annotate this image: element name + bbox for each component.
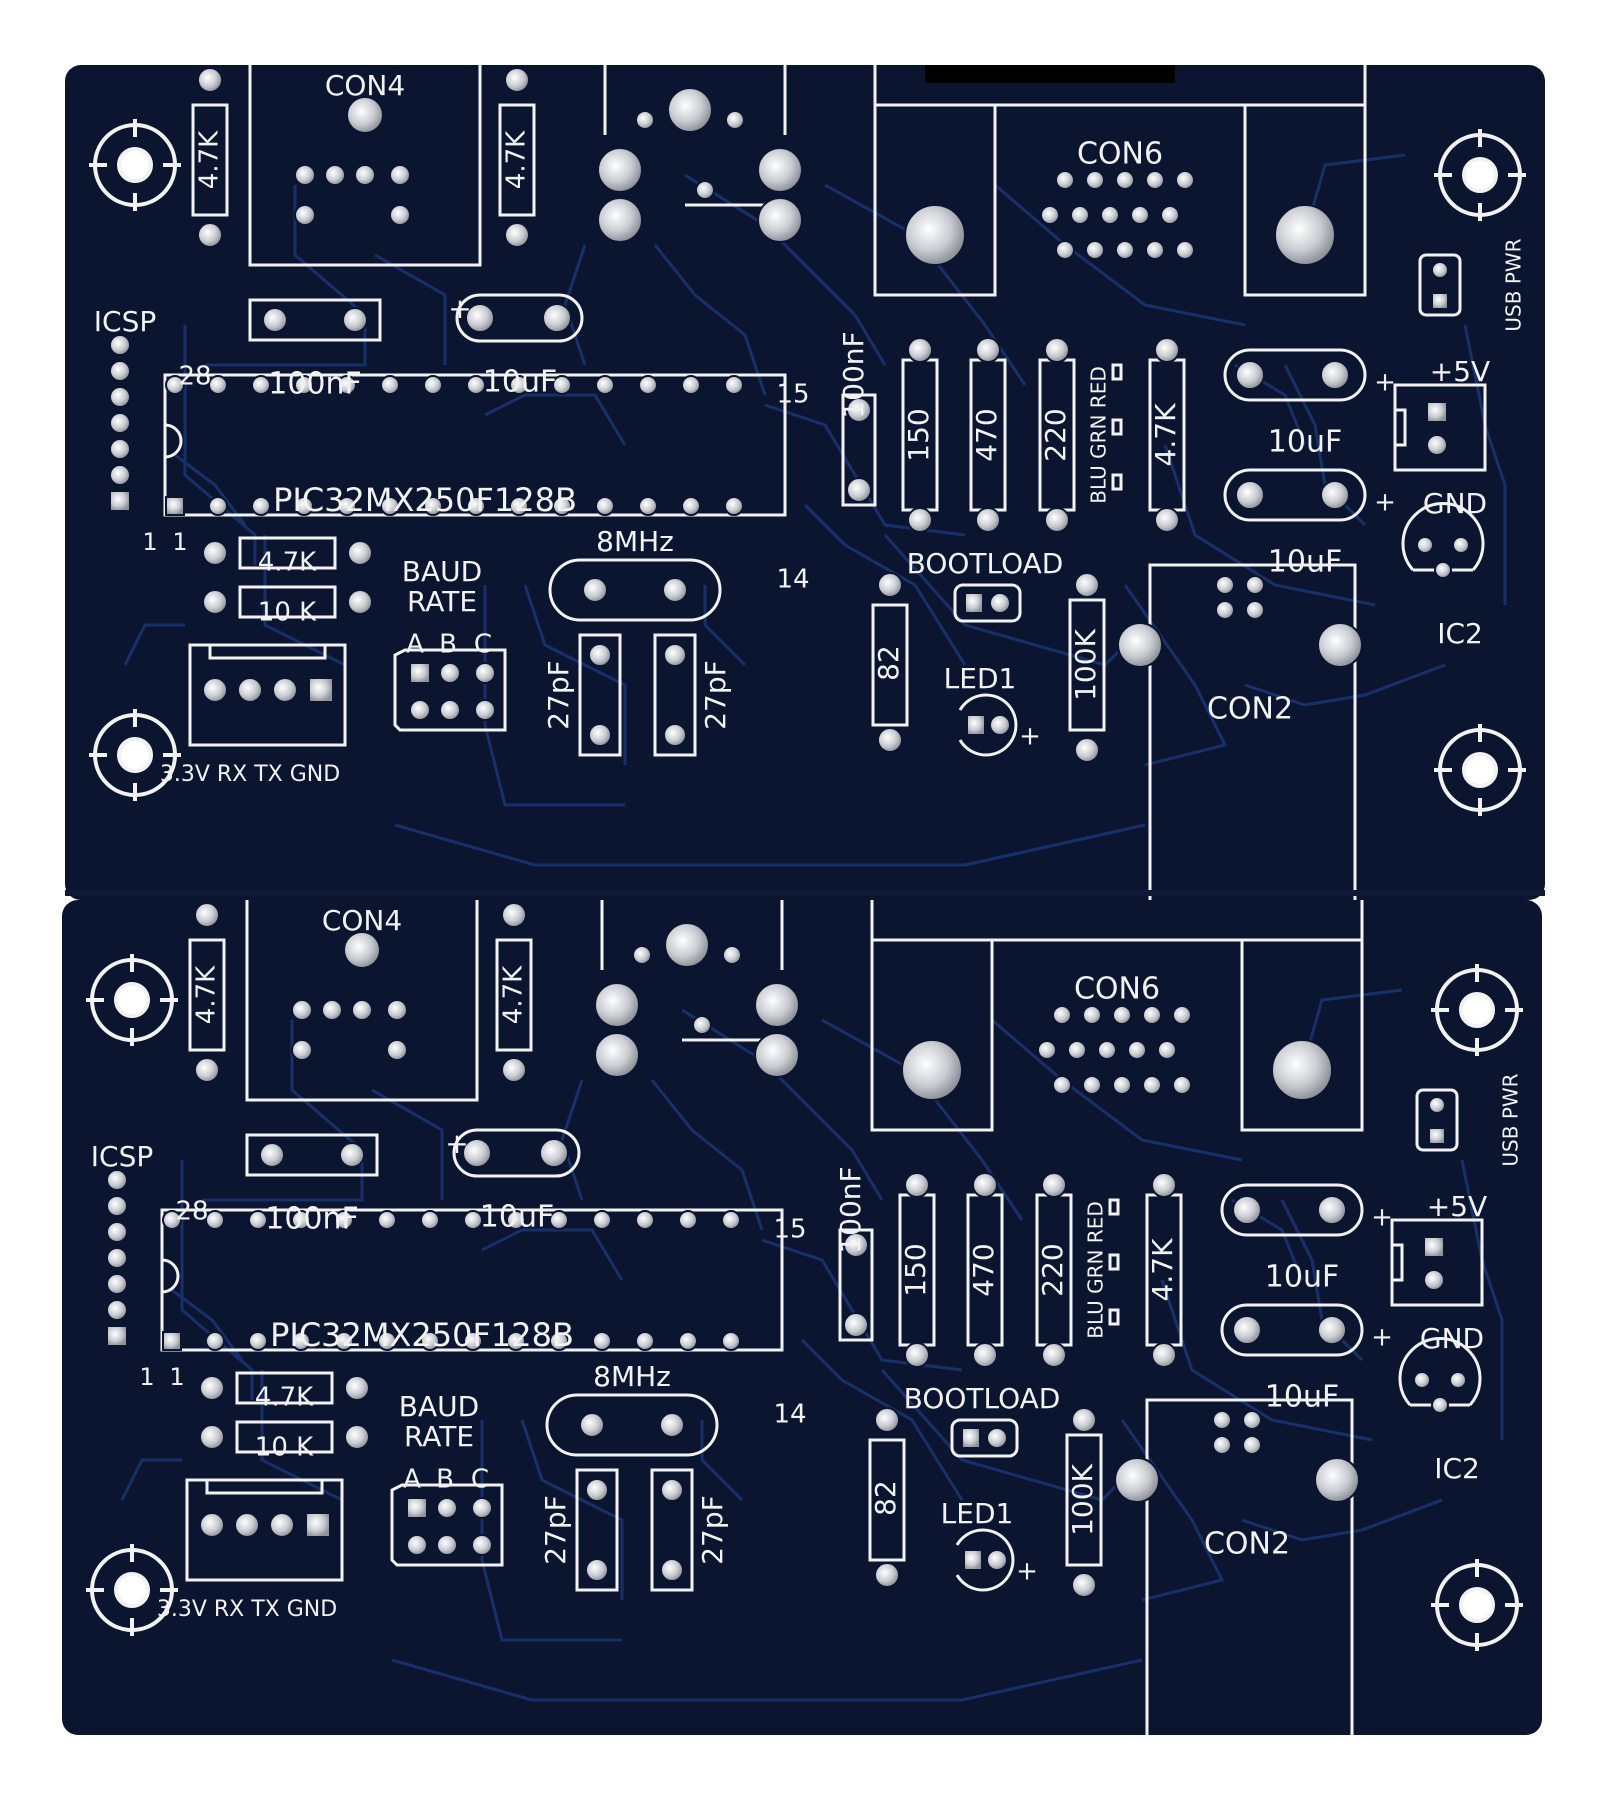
- silkscreen-baud-b: B: [439, 630, 457, 660]
- silkscreen-cap-10uF-r1: 10uF: [1268, 425, 1342, 460]
- silkscreen-res-10k: 10 K: [255, 1433, 314, 1463]
- silkscreen-plus-r1: +: [1371, 1203, 1393, 1233]
- silkscreen-con6: CON6: [1074, 972, 1160, 1007]
- silkscreen-cap-100nF-b: 100nF: [834, 1166, 867, 1253]
- silkscreen-cap-27pF-a: 27pF: [542, 660, 575, 730]
- silkscreen-res-4k7-left: 4.7K: [195, 130, 225, 189]
- silkscreen-cap-100nF-a: 100nF: [265, 1202, 359, 1237]
- silkscreen-crystal: 8MHz: [596, 525, 674, 558]
- silkscreen-res-470: 470: [967, 1243, 1000, 1296]
- silkscreen-plus-r1: +: [1374, 368, 1396, 398]
- silkscreen-res-470: 470: [970, 408, 1003, 461]
- silkscreen-res-82: 82: [872, 645, 905, 681]
- silkscreen-pin28: 28: [175, 1197, 208, 1227]
- silkscreen-cap-10uF-r2: 10uF: [1268, 545, 1342, 580]
- silkscreen-baud-line2: RATE: [407, 585, 477, 618]
- silkscreen-baud-line1: BAUD: [399, 1390, 479, 1423]
- silkscreen-serial-header: 3.3V RX TX GND: [160, 762, 340, 787]
- silkscreen-pin1-chip: 1: [172, 528, 187, 556]
- silkscreen-cap-10uF-r1: 10uF: [1265, 1260, 1339, 1295]
- silkscreen-con2: CON2: [1204, 1527, 1290, 1562]
- silkscreen-pin15: 15: [776, 380, 809, 410]
- silkscreen-plus-r2: +: [1374, 488, 1396, 518]
- silkscreen-gnd: GND: [1420, 1322, 1484, 1355]
- silkscreen-res-100k: 100K: [1066, 1463, 1099, 1535]
- silkscreen-res-4k7-right: 4.7K: [499, 965, 529, 1024]
- silkscreen-baud-c: C: [471, 1465, 489, 1495]
- silkscreen-icsp: ICSP: [94, 305, 156, 338]
- silkscreen-pin1-chip: 1: [169, 1363, 184, 1391]
- silkscreen-res-220: 220: [1036, 1243, 1069, 1296]
- silkscreen-ic2: IC2: [1437, 617, 1483, 650]
- silkscreen-plus-r2: +: [1371, 1323, 1393, 1353]
- silkscreen-cap-100nF-a: 100nF: [268, 367, 362, 402]
- silkscreen-baud-line1: BAUD: [402, 555, 482, 588]
- silkscreen-con6: CON6: [1077, 137, 1163, 172]
- silkscreen-con2: CON2: [1207, 692, 1293, 727]
- silkscreen-serial-header: 3.3V RX TX GND: [157, 1597, 337, 1622]
- silkscreen-res-4k7-left: 4.7K: [192, 965, 222, 1024]
- silkscreen-pin15: 15: [773, 1215, 806, 1245]
- silkscreen-chip: PIC32MX250F128B: [270, 1316, 574, 1354]
- panel-seam: [65, 890, 1545, 896]
- silkscreen-cap-27pF-b: 27pF: [696, 1495, 729, 1565]
- silkscreen-res-100k: 100K: [1069, 628, 1102, 700]
- silkscreen-bootload: BOOTLOAD: [904, 1382, 1061, 1415]
- silkscreen-usb-pwr: USB PWR: [1499, 1073, 1523, 1166]
- silkscreen-led-colors: BLU GRN RED: [1084, 1201, 1108, 1339]
- silkscreen-usb-pwr: USB PWR: [1502, 238, 1526, 331]
- silkscreen-plus-top: +: [445, 1127, 468, 1160]
- silkscreen-pin1-header: 1: [139, 1363, 154, 1391]
- silkscreen-pin14: 14: [776, 565, 809, 595]
- silkscreen-led-plus: +: [1019, 722, 1041, 752]
- silkscreen-res-4k7-led: 4.7K: [1146, 1238, 1179, 1302]
- silkscreen-cap-10uF-r2: 10uF: [1265, 1380, 1339, 1415]
- silkscreen-baud-a: A: [403, 1465, 421, 1495]
- silkscreen-bootload: BOOTLOAD: [907, 547, 1064, 580]
- silkscreen-cap-10uF-top: 10uF: [483, 365, 557, 400]
- silkscreen-res-10k: 10 K: [258, 598, 317, 628]
- silkscreen-baud-a: A: [406, 630, 424, 660]
- silkscreen-res-4k7-right: 4.7K: [502, 130, 532, 189]
- silkscreen-ic2: IC2: [1434, 1452, 1480, 1485]
- silkscreen-cap-10uF-top: 10uF: [480, 1200, 554, 1235]
- silkscreen-led1: LED1: [944, 662, 1017, 695]
- silkscreen-res-82: 82: [869, 1480, 902, 1516]
- silkscreen-res-150: 150: [902, 408, 935, 461]
- silkscreen-gnd: GND: [1423, 487, 1487, 520]
- silkscreen-baud-line2: RATE: [404, 1420, 474, 1453]
- silkscreen-pin28: 28: [178, 362, 211, 392]
- silkscreen-baud-c: C: [474, 630, 492, 660]
- silkscreen-v5: +5V: [1430, 355, 1490, 388]
- silkscreen-chip: PIC32MX250F128B: [273, 481, 577, 519]
- silkscreen-res-4k7-bottom: 4.7K: [258, 548, 317, 578]
- silkscreen-plus-top: +: [448, 292, 471, 325]
- silkscreen-res-150: 150: [899, 1243, 932, 1296]
- silkscreen-baud-b: B: [436, 1465, 454, 1495]
- silkscreen-con4: CON4: [322, 904, 402, 937]
- silkscreen-cap-100nF-b: 100nF: [837, 331, 870, 418]
- silkscreen-led-plus: +: [1016, 1557, 1038, 1587]
- silkscreen-res-220: 220: [1039, 408, 1072, 461]
- silkscreen-icsp: ICSP: [91, 1140, 153, 1173]
- silkscreen-led-colors: BLU GRN RED: [1087, 366, 1111, 504]
- silkscreen-pin14: 14: [773, 1400, 806, 1430]
- silkscreen-res-4k7-bottom: 4.7K: [255, 1383, 314, 1413]
- silkscreen-v5: +5V: [1427, 1190, 1487, 1223]
- silkscreen-con4: CON4: [325, 69, 405, 102]
- silkscreen-cap-27pF-a: 27pF: [539, 1495, 572, 1565]
- silkscreen-cap-27pF-b: 27pF: [699, 660, 732, 730]
- silkscreen-crystal: 8MHz: [593, 1360, 671, 1393]
- redaction-bar: [925, 65, 1175, 83]
- silkscreen-res-4k7-led: 4.7K: [1149, 403, 1182, 467]
- silkscreen-led1: LED1: [941, 1497, 1014, 1530]
- silkscreen-pin1-header: 1: [142, 528, 157, 556]
